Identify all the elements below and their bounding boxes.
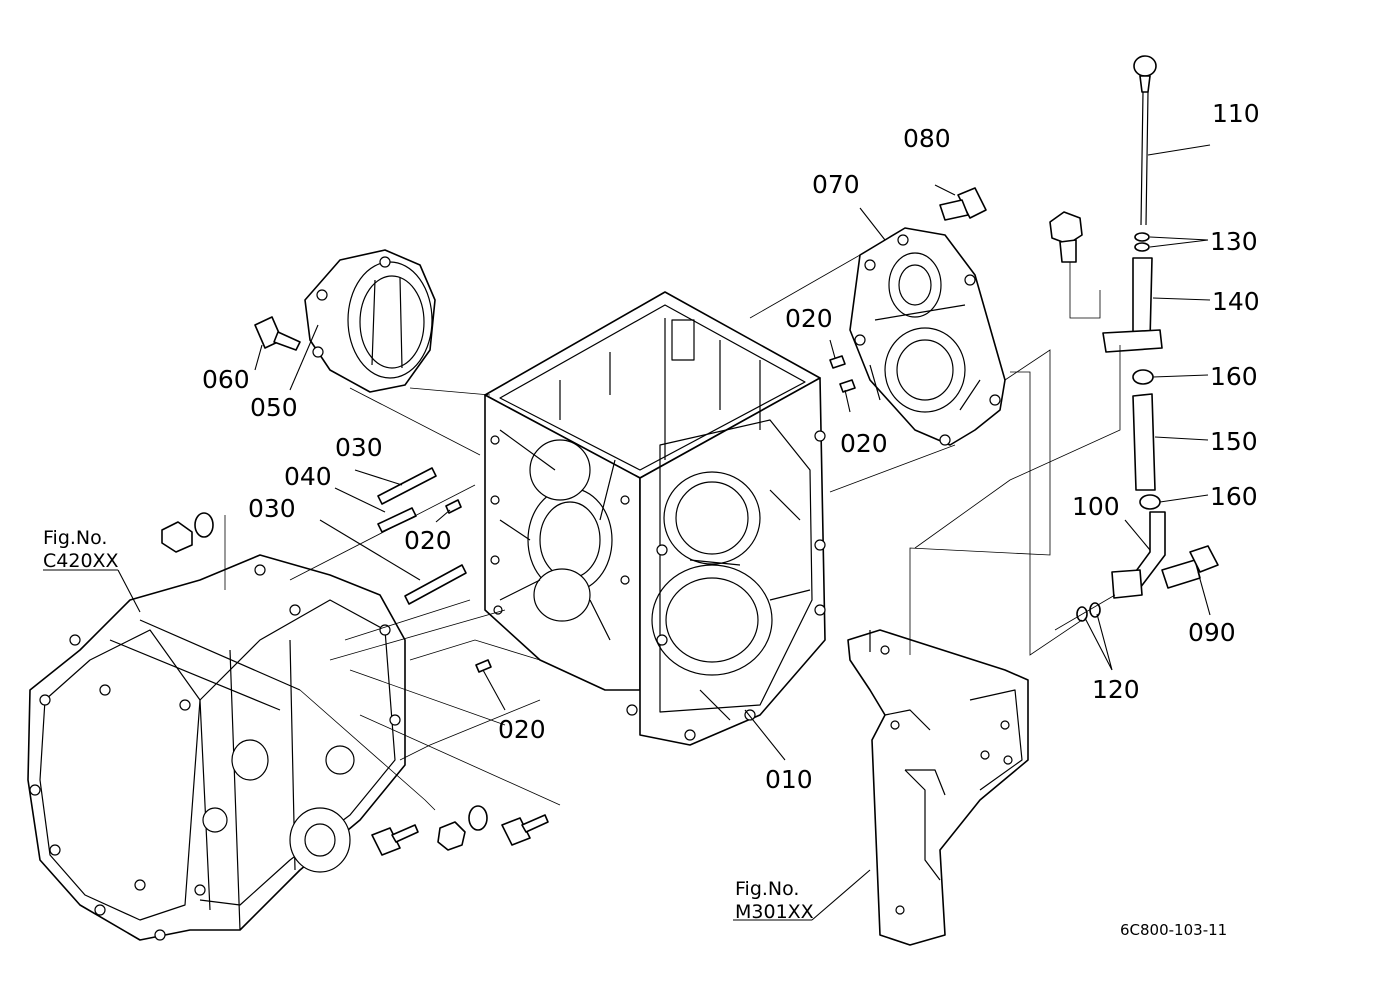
label-030-upper: 030 [335,433,383,462]
label-160-lower: 160 [1210,482,1258,511]
transmission-case-010 [484,291,826,746]
studs-and-pins [377,355,856,673]
label-020-center: 020 [404,526,452,555]
label-010: 010 [765,765,813,794]
label-060: 060 [202,365,250,394]
label-080: 080 [903,124,951,153]
label-100: 100 [1072,492,1120,521]
label-020-right: 020 [840,429,888,458]
label-020-top: 020 [785,304,833,333]
label-160-upper: 160 [1210,362,1258,391]
dipstick-assembly [1076,55,1219,622]
leader-lines [43,144,1211,921]
label-040: 040 [284,462,332,491]
figure-references: Fig.No. C420XX Fig.No. M301XX 6C800-103-… [43,527,1227,939]
plug-080 [939,187,987,221]
label-070: 070 [812,170,860,199]
cover-070 [849,227,1006,446]
ref-c420xx-code: C420XX [43,550,119,572]
bracket-m301xx [847,629,1029,946]
ref-m301xx-title: Fig.No. [735,878,799,900]
fastener-hardware [161,512,549,856]
label-090: 090 [1188,618,1236,647]
case-c420xx [27,554,406,941]
ref-m301xx-code: M301XX [735,901,814,923]
part-labels: 110 130 140 160 150 160 100 090 120 080 … [202,99,1260,794]
alignment-lines [224,254,1121,811]
breather-plug [1049,211,1101,319]
label-050: 050 [250,393,298,422]
label-120: 120 [1092,675,1140,704]
label-130: 130 [1210,227,1258,256]
ref-c420xx-title: Fig.No. [43,527,107,549]
bearing-holder-050 [304,249,436,393]
label-150: 150 [1210,427,1258,456]
label-030-lower: 030 [248,494,296,523]
drawing-code: 6C800-103-11 [1120,921,1227,939]
label-020-bottom: 020 [498,715,546,744]
label-140: 140 [1212,287,1260,316]
screw-060 [254,316,301,351]
label-110: 110 [1212,99,1260,128]
